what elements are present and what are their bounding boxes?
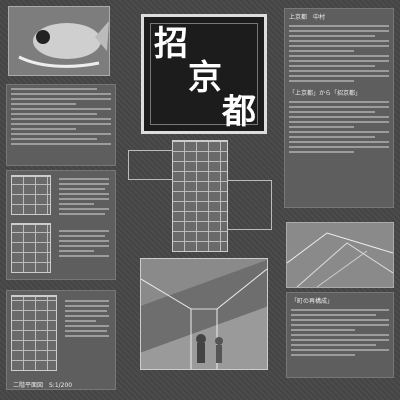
- title-char-3: 都: [222, 92, 256, 132]
- floor-plan-small-2: [11, 223, 51, 273]
- left-text-panel-1: [6, 84, 116, 166]
- connector-line-2: [228, 180, 272, 230]
- section-heading-1: 「上京都」から「招京都」: [289, 90, 362, 97]
- bottom-left-plan-panel: 二階平面図 S:1/200: [6, 290, 116, 390]
- title-char-2: 京: [188, 58, 222, 98]
- street-perspective-icon: [140, 268, 268, 369]
- section-heading-2: 「町の再構成」: [291, 298, 334, 305]
- roofscape-icon: [286, 232, 394, 288]
- left-scale-label: 二階平面図 S:1/200: [13, 382, 73, 389]
- right-roof-sketch: [286, 222, 394, 288]
- right-text-panel-2: 「町の再構成」: [286, 292, 394, 378]
- koi-illustration: [8, 6, 110, 76]
- connector-line-1: [128, 150, 172, 180]
- left-text-panel-2: [6, 170, 116, 280]
- center-floor-plan: [172, 140, 228, 252]
- street-sketch: [140, 258, 268, 370]
- title-block: 招 京 都: [141, 14, 267, 134]
- floor-plan-small: [11, 175, 51, 215]
- title-char-1: 招: [154, 24, 188, 64]
- second-floor-plan: [11, 295, 57, 371]
- right-text-panel-1: 上京都 中村 「上京都」から「招京都」: [284, 8, 394, 208]
- koi-icon: [9, 7, 109, 75]
- right-header: 上京都 中村: [289, 14, 326, 21]
